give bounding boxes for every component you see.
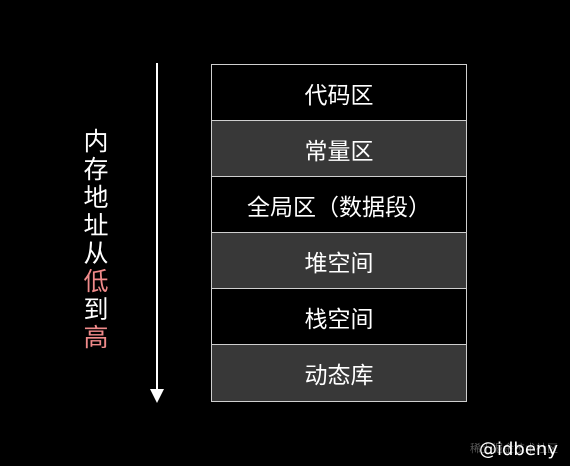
- label-char-highlight: 低: [83, 267, 109, 296]
- watermark-author: @idbeny: [479, 439, 558, 460]
- segment-constant: 常量区: [212, 121, 466, 177]
- watermark-faint: 稀土掘金技术社区: [470, 442, 558, 455]
- segment-dynamic-library: 动态库: [212, 345, 466, 401]
- segment-heap: 堆空间: [212, 233, 466, 289]
- label-char-highlight: 高: [83, 323, 109, 352]
- segment-global: 全局区（数据段）: [212, 177, 466, 233]
- segment-code: 代码区: [212, 65, 466, 121]
- down-arrow-icon: [150, 63, 164, 403]
- memory-segments-stack: 代码区 常量区 全局区（数据段） 堆空间 栈空间 动态库: [211, 64, 467, 402]
- label-char: 内: [83, 127, 109, 156]
- label-char: 地: [83, 183, 109, 212]
- segment-stack: 栈空间: [212, 289, 466, 345]
- label-char: 址: [83, 211, 109, 240]
- label-char: 存: [83, 155, 109, 184]
- memory-address-label: 内 存 地 址 从 低 到 高: [80, 128, 112, 352]
- label-char: 到: [83, 295, 109, 324]
- label-char: 从: [83, 239, 109, 268]
- watermark: 稀土掘金技术社区 @idbeny: [470, 439, 558, 460]
